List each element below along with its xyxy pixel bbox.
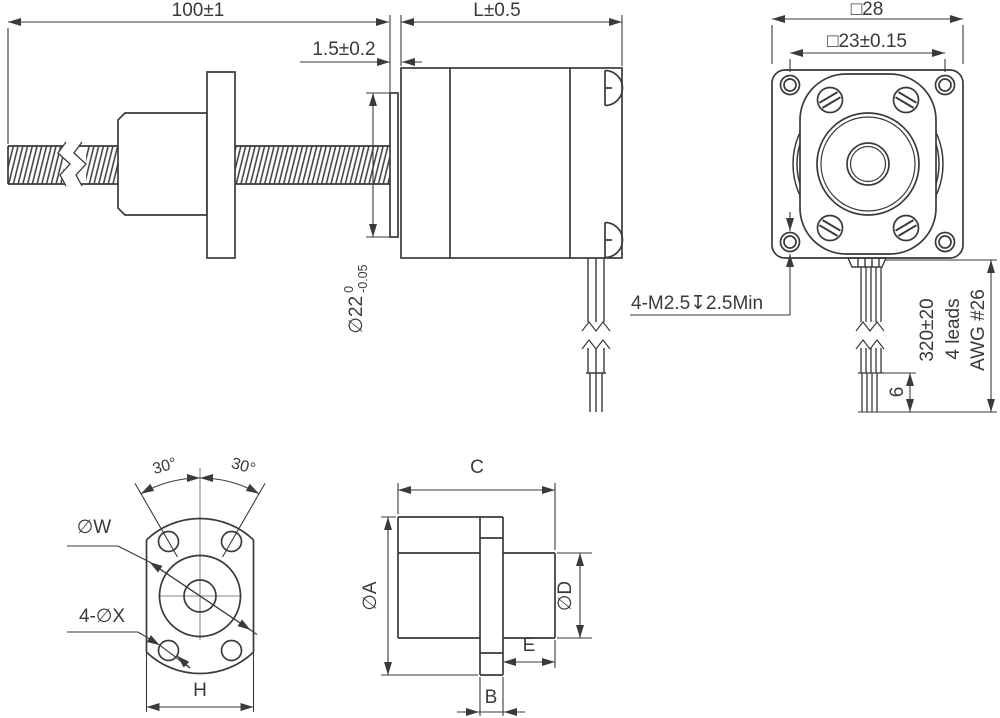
dim-flange-diameter: ∅A xyxy=(360,581,382,611)
nut-side-dimensions xyxy=(381,483,592,716)
front-end-plate xyxy=(799,73,937,255)
rear-screw-bottom xyxy=(604,221,624,259)
nut-side-view xyxy=(381,483,592,716)
dim-flange-holes: 4-∅X xyxy=(78,606,126,627)
dim-angle-left: 30° xyxy=(150,455,179,479)
dim-boss-diameter: ∅22 0 -0.05 xyxy=(342,239,371,359)
pilot-boss-circles xyxy=(792,88,944,240)
dim-lead-gauge: AWG #26 xyxy=(968,289,990,371)
assembly-dimensions xyxy=(7,15,623,238)
dim-mount-spacing: □23±0.15 xyxy=(826,31,908,52)
motor-front-view xyxy=(630,15,997,413)
flange-nut-side xyxy=(117,71,236,259)
motor-square-body xyxy=(771,69,964,259)
lead-wires-front xyxy=(855,267,885,412)
tolerance-lower: -0.05 xyxy=(356,264,370,293)
dim-nut-length: C xyxy=(470,457,484,478)
flange-bolt-holes xyxy=(157,530,243,662)
dim-across-flats: H xyxy=(193,680,207,701)
hub-circles xyxy=(816,112,920,216)
flange-outer-top-arc xyxy=(145,517,255,541)
dim-motor-length: L±0.5 xyxy=(473,0,521,21)
lead-screw xyxy=(7,141,390,187)
pilot-boss xyxy=(389,92,399,238)
flange-outer-bottom-arc xyxy=(145,651,255,675)
dim-body-square: □28 xyxy=(850,0,884,20)
front-dimensions xyxy=(630,15,997,413)
dim-lead-length: 320±20 xyxy=(917,298,939,362)
nut-centerlines xyxy=(158,468,242,640)
flange-flats xyxy=(145,539,255,653)
screw-hole-circle xyxy=(183,579,217,613)
nut-side-outline xyxy=(397,516,556,676)
nut-front-dimensions xyxy=(67,474,266,712)
motor-body-side xyxy=(400,67,624,259)
dim-overall-length: 100±1 xyxy=(171,0,225,21)
dim-flange-thickness: B xyxy=(484,687,498,708)
dim-boss-thickness: 1.5±0.2 xyxy=(312,39,376,60)
tolerance-upper: 0 xyxy=(342,285,357,293)
assembly-screws xyxy=(816,86,920,242)
dim-angle-right: 30° xyxy=(229,455,258,479)
screw-break-gap xyxy=(58,142,86,186)
dim-boss-diameter-value: ∅22 xyxy=(346,295,368,334)
dim-bolt-circle: ∅W xyxy=(76,517,112,538)
nut-front-view xyxy=(67,468,266,712)
lead-wires-side xyxy=(581,258,611,412)
assembly-side-view xyxy=(7,15,624,412)
dim-lead-count: 4 leads xyxy=(943,298,965,360)
dim-strip-length: 6 xyxy=(887,386,909,398)
nut-body-circle xyxy=(158,554,242,638)
rear-screw-top xyxy=(604,69,624,107)
wire-connector xyxy=(846,257,888,268)
dim-boss-length: E xyxy=(522,635,536,656)
dim-body-diameter: ∅D xyxy=(555,580,577,612)
dim-boss-diameter-tolerance: 0 -0.05 xyxy=(342,264,371,293)
dim-mount-holes: 4-M2.5↧2.5Min xyxy=(631,293,764,314)
mounting-holes xyxy=(779,74,956,253)
